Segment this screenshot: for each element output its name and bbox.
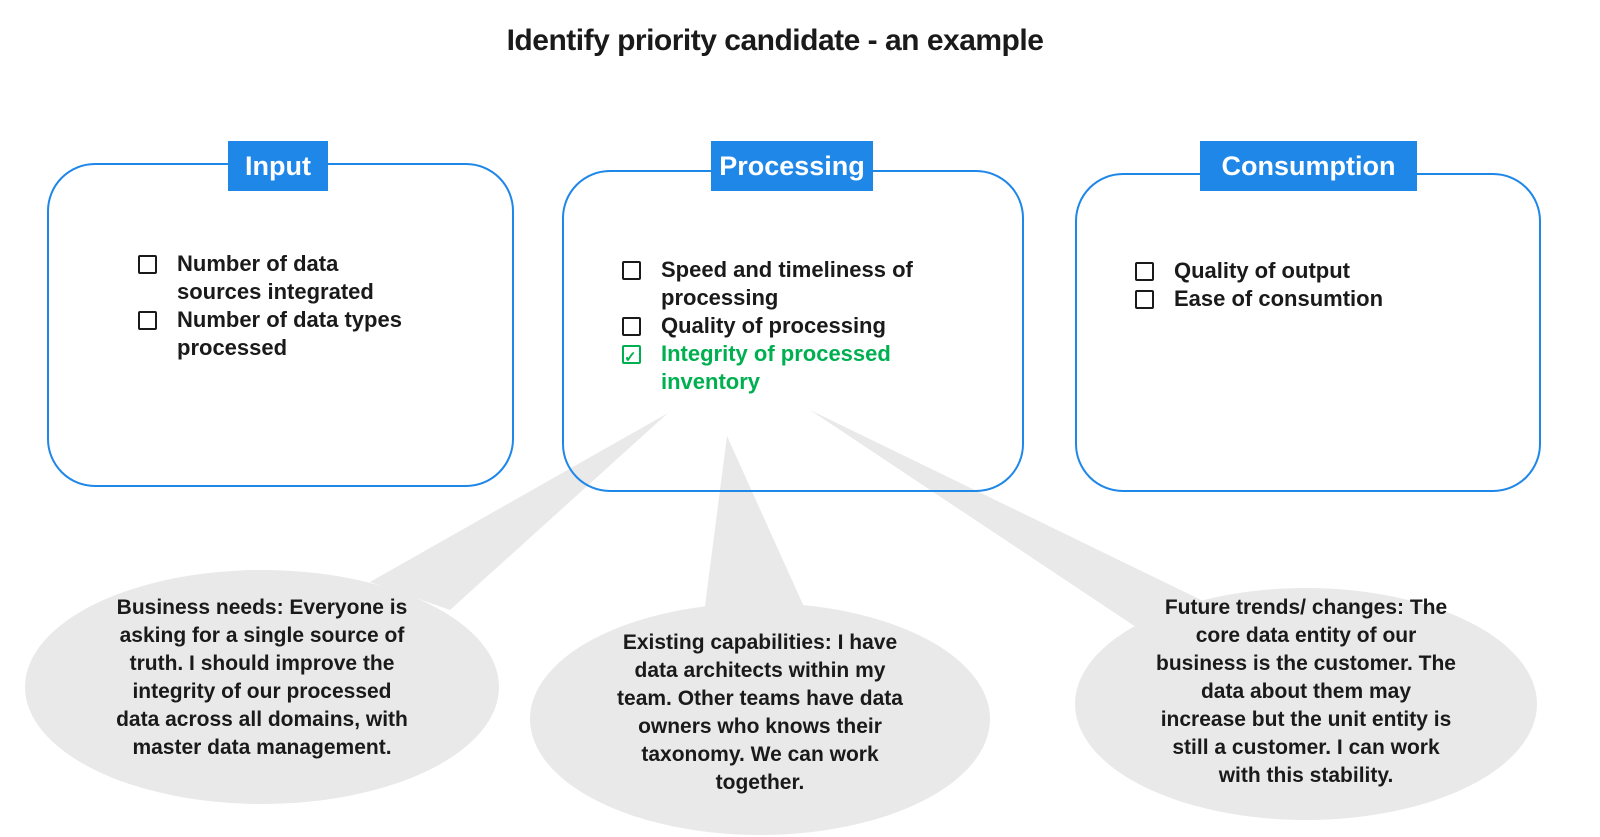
checklist-item: Number of data sources integrated [138, 250, 402, 306]
checklist-item-label: Speed and timeliness of processing [661, 257, 913, 310]
page-title: Identify priority candidate - an example [506, 24, 1044, 57]
checklist-item-label: Ease of consumtion [1174, 286, 1384, 311]
checkbox-checked-icon[interactable] [622, 344, 641, 372]
consumption-box-header: Consumption [1200, 141, 1417, 191]
checklist-item: Quality of output [1135, 257, 1383, 285]
checklist-item: Number of data types processed [138, 306, 402, 362]
bubble-ellipse-future-trends [1075, 588, 1537, 820]
checkbox-unchecked-icon[interactable] [138, 255, 157, 274]
bubble-ellipse-business-needs [25, 570, 499, 804]
bubble-text-business-needs: Business needs: Everyone is asking for a… [116, 596, 408, 759]
checkbox-unchecked-icon[interactable] [138, 311, 157, 330]
checklist-item: Quality of processing [622, 312, 913, 340]
callout-tail-right [810, 410, 1230, 643]
checkbox-unchecked-icon[interactable] [1135, 290, 1154, 309]
bubble-text-future-trends: Future trends/ changes: The core data en… [1156, 596, 1456, 787]
checklist-item-label: Quality of processing [661, 313, 886, 338]
checklist-item-label: Number of data types processed [177, 307, 402, 360]
processing-checklist: Speed and timeliness of processing Quali… [622, 256, 913, 396]
checklist-item: Ease of consumtion [1135, 285, 1383, 313]
bubble-ellipse-existing-capabilities [530, 603, 990, 835]
consumption-box [1075, 173, 1541, 492]
checklist-item: Speed and timeliness of processing [622, 256, 913, 312]
checklist-item-label: Integrity of processed inventory [661, 341, 891, 394]
consumption-checklist: Quality of output Ease of consumtion [1135, 257, 1383, 313]
input-box-header: Input [228, 141, 328, 191]
input-checklist: Number of data sources integrated Number… [138, 250, 402, 362]
checkbox-unchecked-icon[interactable] [622, 261, 641, 280]
checkbox-unchecked-icon[interactable] [622, 317, 641, 336]
checklist-item-label: Quality of output [1174, 258, 1350, 283]
checklist-item-selected: Integrity of processed inventory [622, 340, 913, 396]
bubble-text-existing-capabilities: Existing capabilities: I have data archi… [617, 631, 903, 794]
checklist-item-label: Number of data sources integrated [177, 251, 374, 304]
checkbox-unchecked-icon[interactable] [1135, 262, 1154, 281]
processing-box-header: Processing [711, 141, 873, 191]
